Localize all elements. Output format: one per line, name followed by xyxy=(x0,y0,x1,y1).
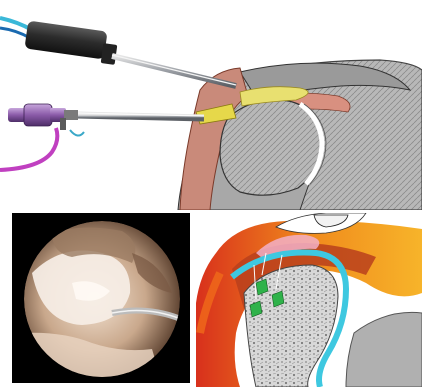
top-schematic-panel xyxy=(0,0,422,210)
anchor-illustration-panel xyxy=(196,213,422,387)
arthroscopic-view-panel xyxy=(12,213,190,383)
arthroscopic-view-svg xyxy=(12,213,190,383)
magenta-tube xyxy=(0,128,57,170)
top-schematic-svg xyxy=(0,0,422,210)
arthroscope xyxy=(0,18,236,86)
cannula-instrument xyxy=(0,104,204,170)
anchor-illustration-svg xyxy=(196,213,422,387)
